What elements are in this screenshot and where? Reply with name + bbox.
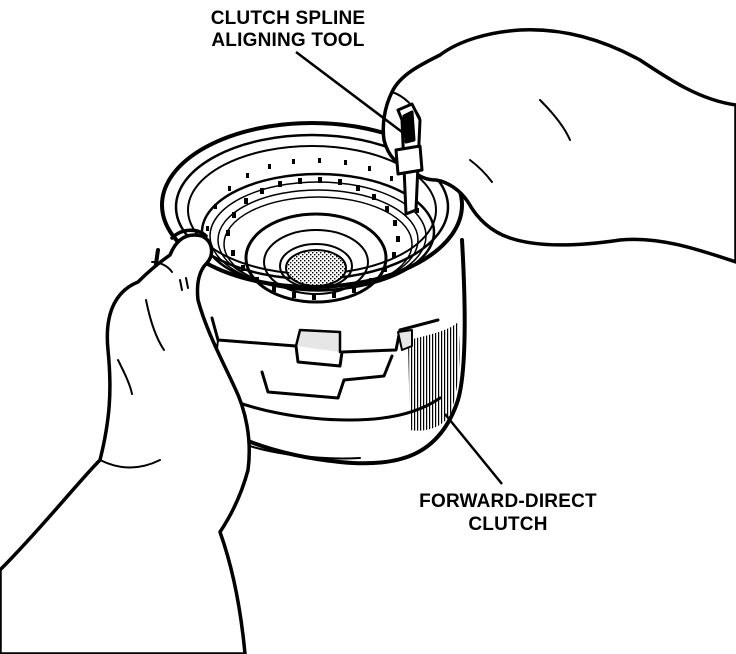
left-hand [0,228,251,654]
hub-center [285,249,347,287]
tool-label-line2: ALIGNING TOOL [211,30,364,51]
clutch-label-line2: CLUTCH [468,514,547,535]
clutch-label-line1: FORWARD-DIRECT [419,491,597,512]
clutch-callout: FORWARD-DIRECT CLUTCH [419,491,597,535]
clutch-hub [244,212,388,304]
clutch-leader [444,413,503,485]
drum-shading [408,322,460,431]
right-hand [381,28,736,264]
tool-callout: CLUTCH SPLINE ALIGNING TOOL [211,8,366,51]
leader-lines [295,51,503,485]
tool-leader [295,51,411,139]
spline-aligning-tool [394,102,424,216]
tool-label-line1: CLUTCH SPLINE [211,8,366,29]
